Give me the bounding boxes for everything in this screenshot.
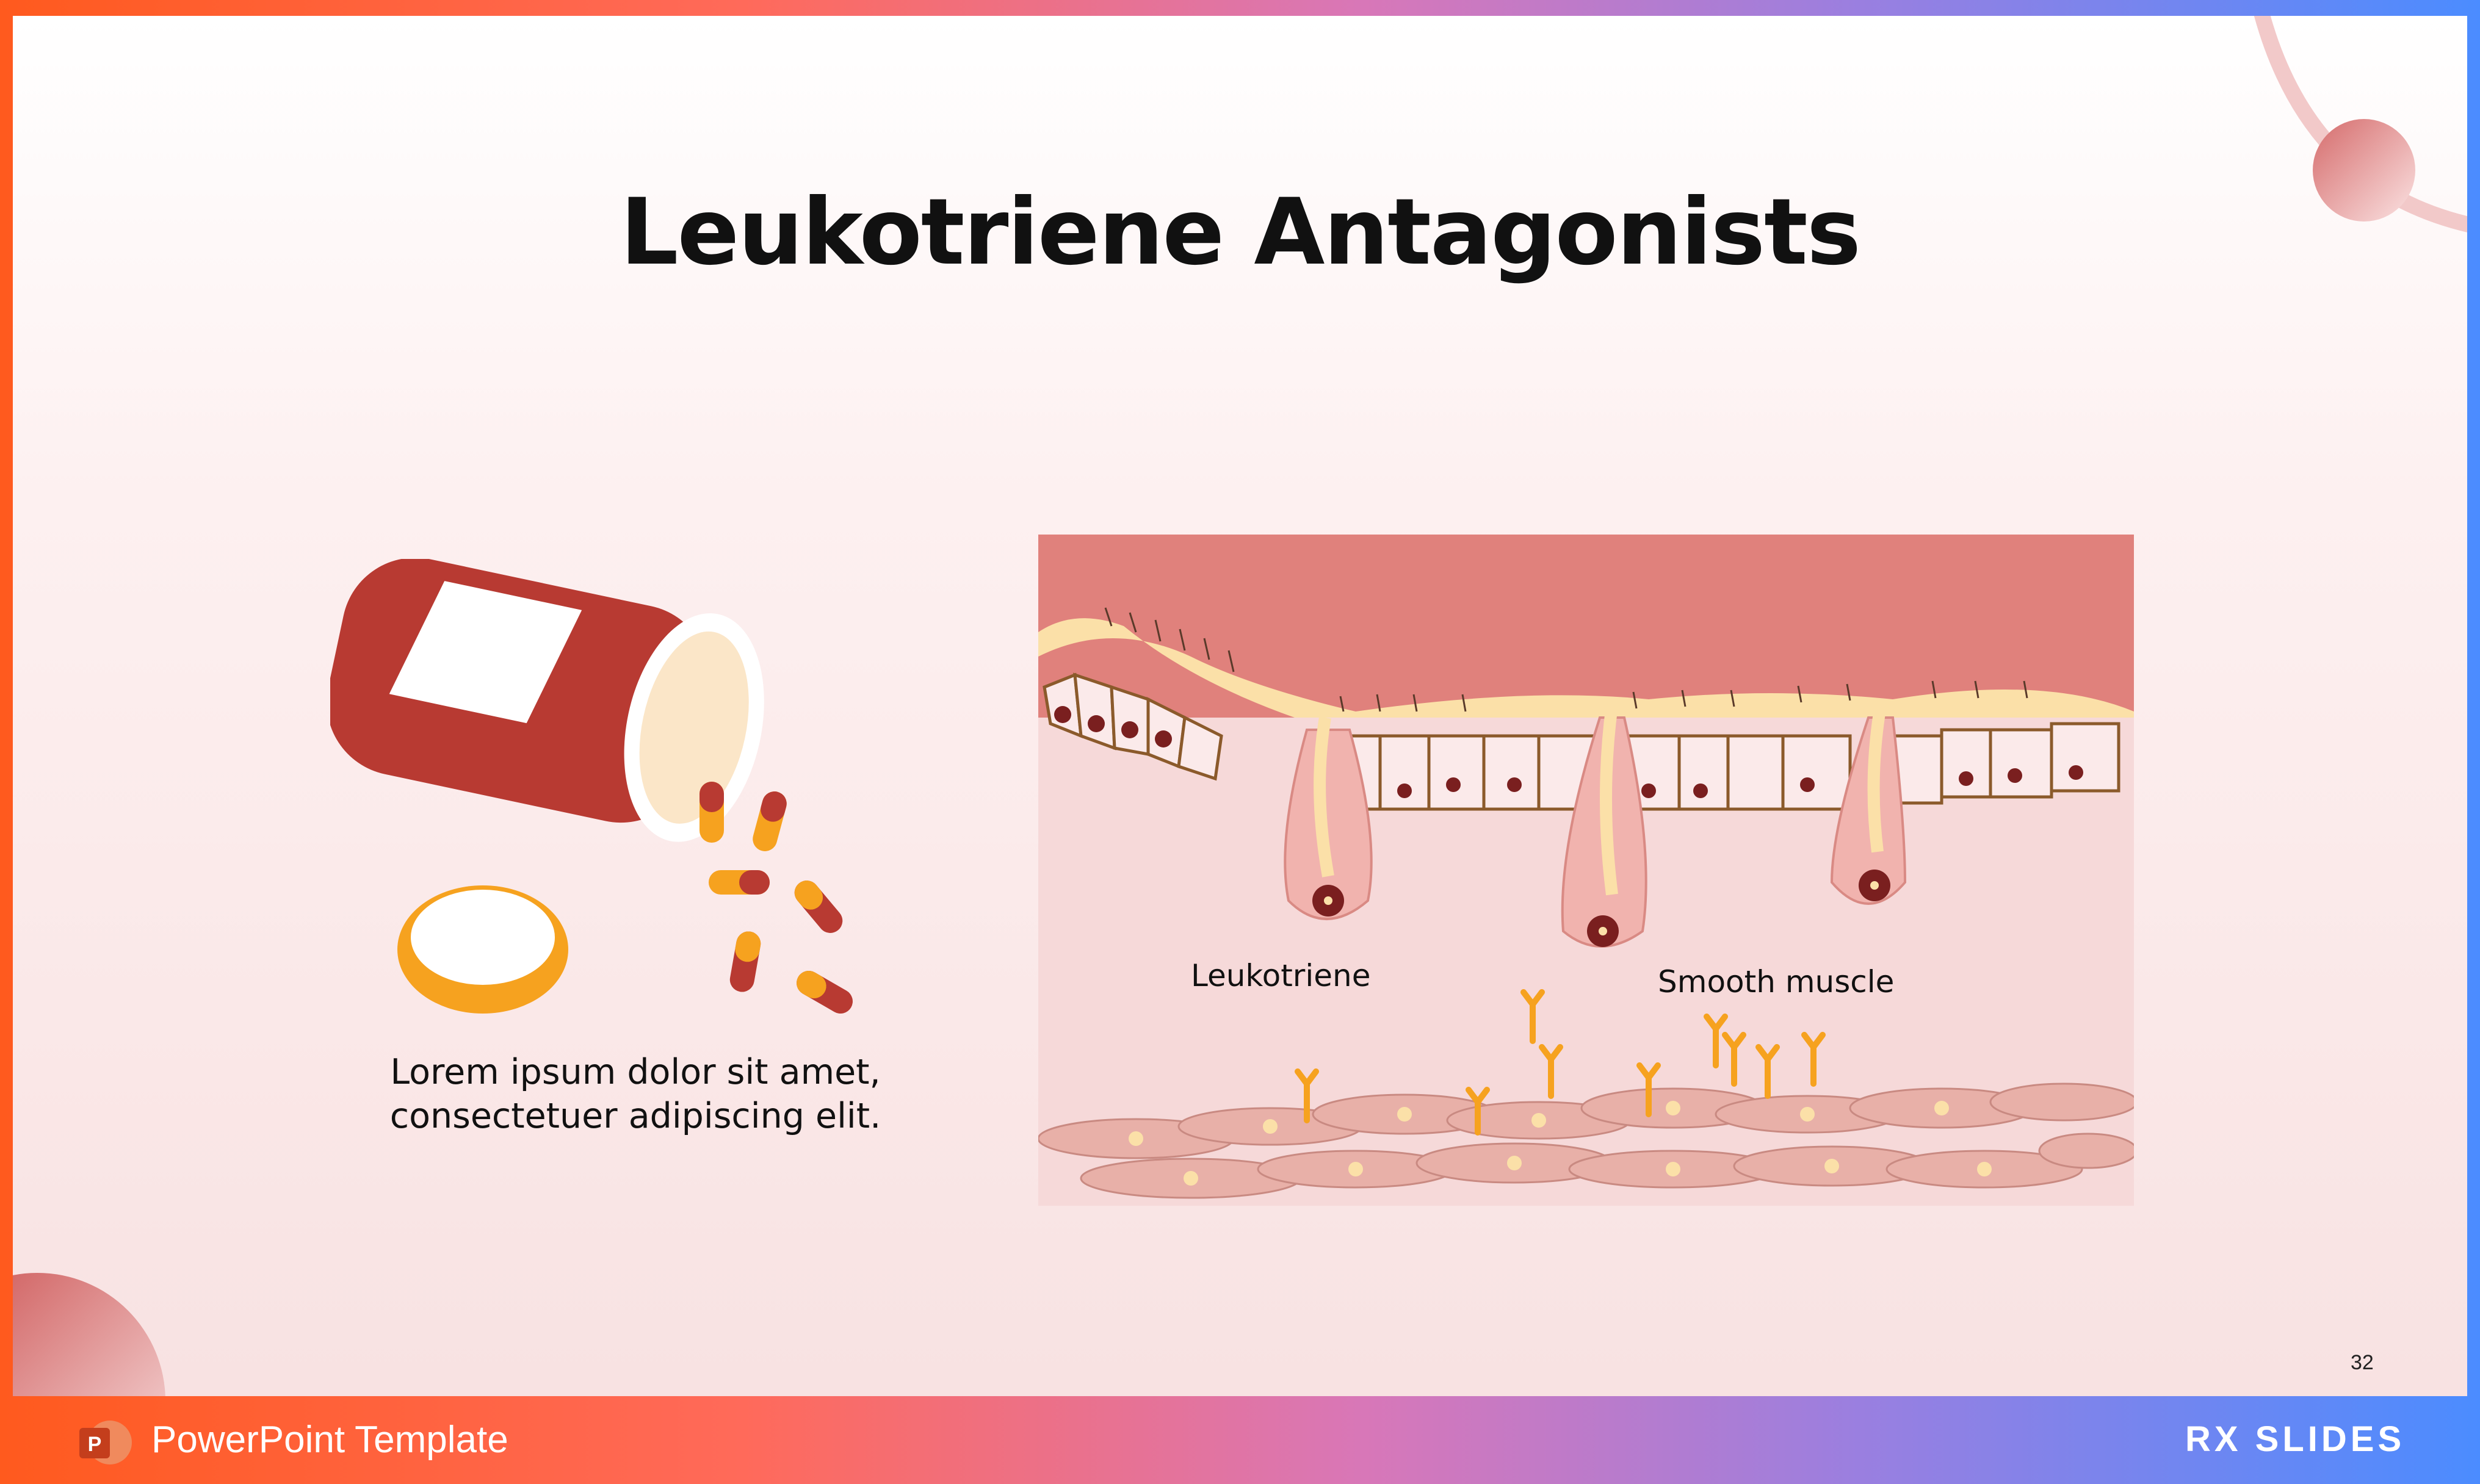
- footer-app-label: PowerPoint Template: [151, 1418, 508, 1461]
- caption-text: Lorem ipsum dolor sit amet, consectetuer…: [294, 1050, 977, 1138]
- brand-logo-text: RX SLIDES: [2185, 1419, 2405, 1459]
- capsules: [700, 782, 857, 1018]
- decorative-circle-bottom-left: [13, 1261, 172, 1396]
- slide-title: Leukotriene Antagonists: [13, 179, 2467, 286]
- label-leukotriene: Leukotriene: [1191, 958, 1370, 993]
- powerpoint-icon-letter: P: [88, 1433, 102, 1456]
- slide-canvas: Leukotriene Antagonists Lorem ipsum dolo…: [13, 16, 2467, 1396]
- pill-bottle-illustration: [330, 559, 867, 1047]
- slide-number: 32: [2351, 1351, 2374, 1375]
- powerpoint-icon[interactable]: P: [76, 1417, 132, 1468]
- label-smooth-muscle: Smooth muscle: [1658, 964, 1894, 1000]
- caption-line-2: consectetuer adipiscing elit.: [294, 1094, 977, 1138]
- brand-logo: RX SLIDES: [2185, 1414, 2405, 1463]
- caption-line-1: Lorem ipsum dolor sit amet,: [294, 1050, 977, 1094]
- airway-diagram: Leukotriene Smooth muscle: [1038, 535, 2134, 1206]
